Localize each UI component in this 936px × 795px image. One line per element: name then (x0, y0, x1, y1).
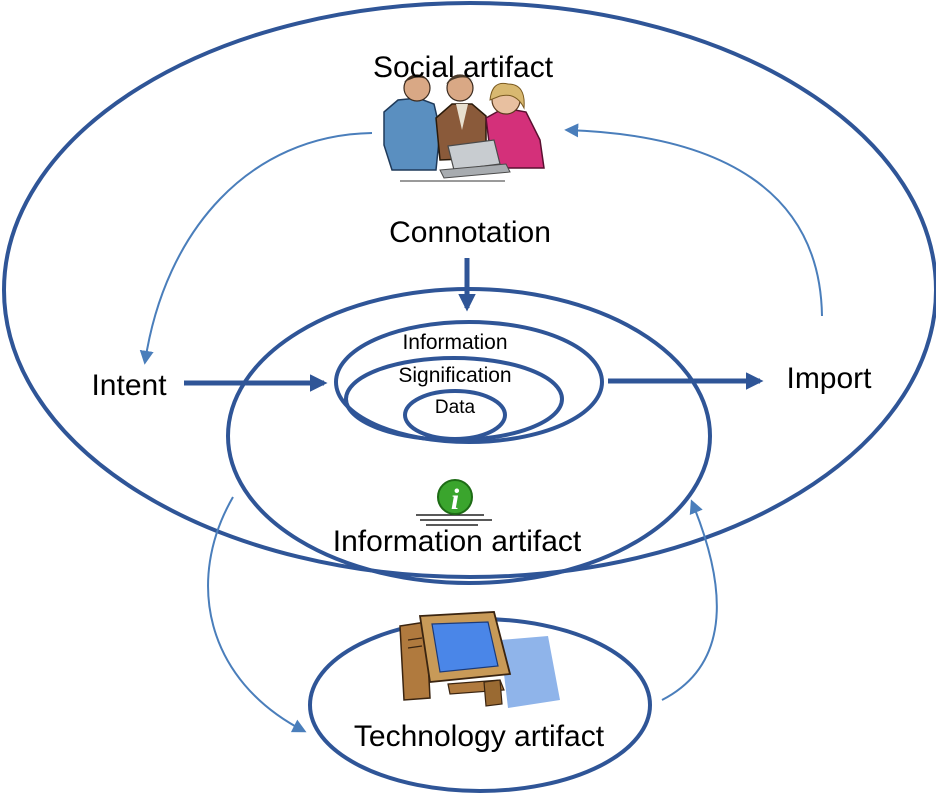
information-ellipse (334, 320, 604, 444)
import-label: Import (786, 362, 872, 395)
information-to-technology-arrow (207, 496, 307, 733)
data-label: Data (435, 397, 476, 418)
technology-artifact-label: Technology artifact (354, 720, 605, 753)
social-artifact-ellipse (2, 1, 936, 579)
social-artifact-label: Social artifact (373, 51, 554, 84)
svg-text:i: i (451, 483, 460, 516)
intent-label: Intent (91, 369, 167, 402)
social-to-intent-arrow (139, 132, 373, 365)
computer-icon (399, 611, 560, 708)
information-artifact-label: Information artifact (333, 525, 582, 558)
data-ellipse (403, 389, 507, 441)
import-to-social-arrow (564, 123, 823, 317)
info-icon: i (416, 479, 492, 526)
signification-label: Signification (398, 364, 511, 387)
connotation-label: Connotation (389, 216, 551, 249)
information-label: Information (402, 331, 507, 354)
people-group-illustration (383, 74, 545, 182)
technology-to-information-arrow (661, 499, 718, 701)
